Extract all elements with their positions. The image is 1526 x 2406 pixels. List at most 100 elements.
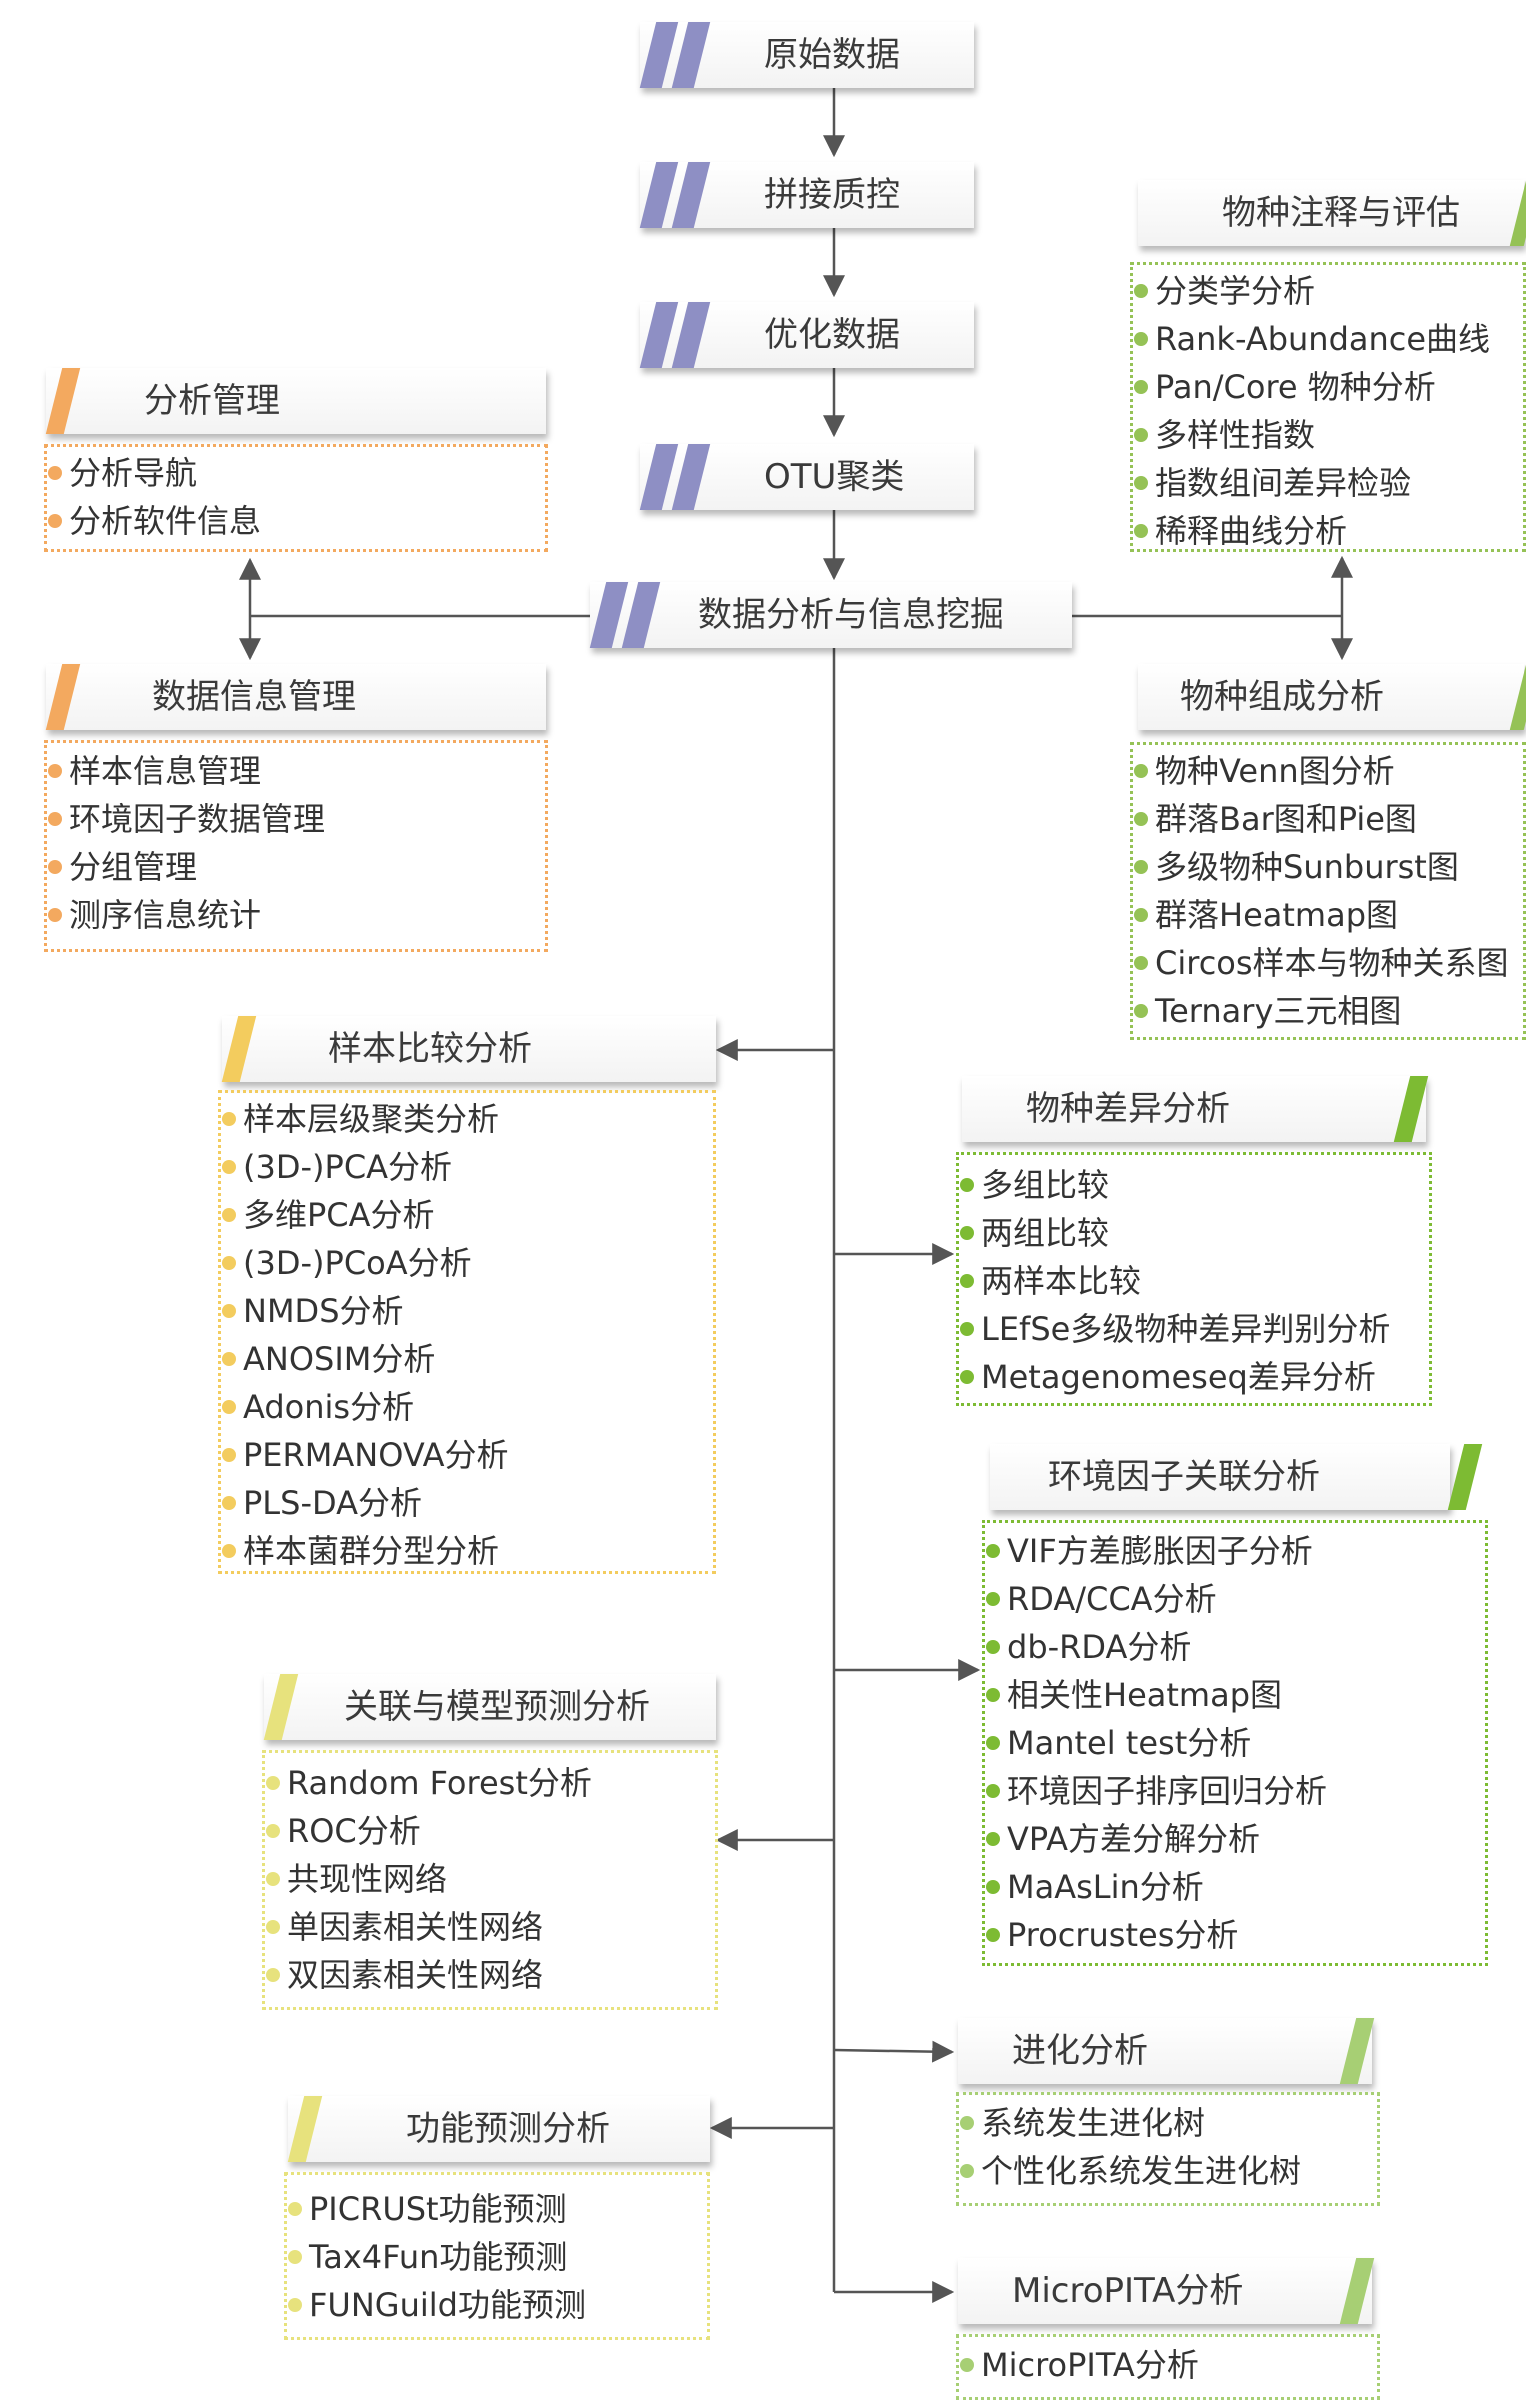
bullet-dot [960,1274,974,1288]
stripe-marker [671,162,711,228]
stripe-marker [1393,1076,1429,1142]
analysis-mgmt-list: 分析导航 分析软件信息 [44,444,548,552]
list-item-label: 多维PCA分析 [243,1196,435,1234]
list-item: 分类学分析 [1134,267,1316,315]
stripe-marker [671,302,711,368]
list-item: LEfSe多级物种差异判别分析 [960,1305,1390,1353]
bullet-dot [986,1880,1000,1894]
list-item-label: PICRUSt功能预测 [309,2190,567,2228]
bullet-dot [960,2164,974,2178]
bullet-dot [48,908,62,922]
list-item-label: Ternary三元相图 [1155,992,1402,1030]
list-item: ROC分析 [266,1807,421,1855]
list-item-label: 分类学分析 [1155,272,1316,310]
list-item-label: MicroPITA分析 [981,2346,1199,2384]
list-item-label: (3D-)PCoA分析 [243,1244,472,1282]
list-item-label: FUNGuild功能预测 [309,2286,586,2324]
bullet-dot [1134,860,1148,874]
list-item-label: 相关性Heatmap图 [1007,1676,1283,1714]
list-item: VPA方差分解分析 [986,1815,1260,1863]
list-item-label: Circos样本与物种关系图 [1155,944,1509,982]
bullet-dot [288,2298,302,2312]
bullet-dot [222,1160,236,1174]
list-item: MicroPITA分析 [960,2341,1199,2389]
list-item-label: 单因素相关性网络 [287,1908,544,1946]
stripe-marker [621,582,661,648]
list-item-label: PERMANOVA分析 [243,1436,509,1474]
bullet-dot [222,1496,236,1510]
bullet-dot [222,1208,236,1222]
list-item-label: 分析软件信息 [69,502,262,540]
list-item-label: PLS-DA分析 [243,1484,422,1522]
list-item-label: 多样性指数 [1155,416,1316,454]
env-factor-list: VIF方差膨胀因子分析 RDA/CCA分析 db-RDA分析 相关性Heatma… [982,1520,1488,1966]
list-item: 稀释曲线分析 [1134,507,1347,555]
env-factor-header: 环境因子关联分析 [990,1444,1483,1510]
bullet-dot [266,1920,280,1934]
bullet-dot [960,2116,974,2130]
sample-compare-header: 样本比较分析 [221,1016,716,1082]
bullet-dot [986,1928,1000,1942]
list-item: NMDS分析 [222,1287,404,1335]
list-item-label: 样本菌群分型分析 [243,1532,500,1570]
stripe-marker [1509,180,1526,246]
list-item: RDA/CCA分析 [986,1575,1217,1623]
list-item-label: MaAsLin分析 [1007,1868,1204,1906]
micropita-list: MicroPITA分析 [956,2334,1380,2400]
analysis-mgmt-header: 分析管理 [45,368,546,434]
list-item-label: Procrustes分析 [1007,1916,1239,1954]
bullet-dot [48,860,62,874]
list-item: 共现性网络 [266,1855,447,1903]
list-item: FUNGuild功能预测 [288,2281,586,2329]
stripe-marker [639,302,679,368]
panel-title: 物种注释与评估 [1222,193,1460,233]
list-item-label: ROC分析 [287,1812,421,1850]
stripe-marker [45,664,81,730]
bullet-dot [960,1226,974,1240]
list-item: 相关性Heatmap图 [986,1671,1283,1719]
function-predict-list: PICRUSt功能预测 Tax4Fun功能预测 FUNGuild功能预测 [284,2172,710,2340]
pipeline-step-optimized-data: 优化数据 [639,302,974,368]
bullet-dot [960,1178,974,1192]
list-item: Rank-Abundance曲线 [1134,315,1490,363]
pipeline-step-label: 拼接质控 [764,175,900,215]
bullet-dot [266,1872,280,1886]
list-item: (3D-)PCoA分析 [222,1239,472,1287]
list-item-label: 环境因子排序回归分析 [1007,1772,1328,1810]
pipeline-step-qc: 拼接质控 [639,162,974,228]
panel-title: 数据信息管理 [152,677,356,717]
list-item: 分析软件信息 [48,497,262,545]
bullet-dot [266,1776,280,1790]
bullet-dot [1134,380,1148,394]
stripe-marker [1339,2258,1375,2324]
panel-title: 样本比较分析 [328,1029,532,1069]
list-item: db-RDA分析 [986,1623,1191,1671]
species-difference-list: 多组比较 两组比较 两样本比较 LEfSe多级物种差异判别分析 Metageno… [956,1152,1432,1406]
bullet-dot [222,1448,236,1462]
list-item: 个性化系统发生进化树 [960,2147,1301,2195]
list-item-label: 系统发生进化树 [981,2104,1206,2142]
list-item-label: Mantel test分析 [1007,1724,1252,1762]
stripe-marker [639,444,679,510]
pipeline-step-label: 原始数据 [764,35,900,75]
correlation-model-header: 关联与模型预测分析 [263,1674,716,1740]
panel-title: 分析管理 [144,381,280,421]
list-item: ANOSIM分析 [222,1335,435,1383]
stripe-marker [671,22,711,88]
list-item-label: 群落Bar图和Pie图 [1155,800,1417,838]
bullet-dot [1134,812,1148,826]
stripe-marker [45,368,81,434]
bullet-dot [266,1968,280,1982]
list-item-label: 多级物种Sunburst图 [1155,848,1459,886]
bullet-dot [222,1544,236,1558]
pipeline-step-label: OTU聚类 [764,457,905,497]
bullet-dot [1134,956,1148,970]
bullet-dot [986,1688,1000,1702]
list-item: 指数组间差异检验 [1134,459,1411,507]
panel-title: 环境因子关联分析 [1048,1457,1320,1497]
stripe-marker [639,22,679,88]
list-item: 两样本比较 [960,1257,1141,1305]
bullet-dot [288,2250,302,2264]
bullet-dot [1134,524,1148,538]
list-item-label: Metagenomeseq差异分析 [981,1358,1376,1396]
